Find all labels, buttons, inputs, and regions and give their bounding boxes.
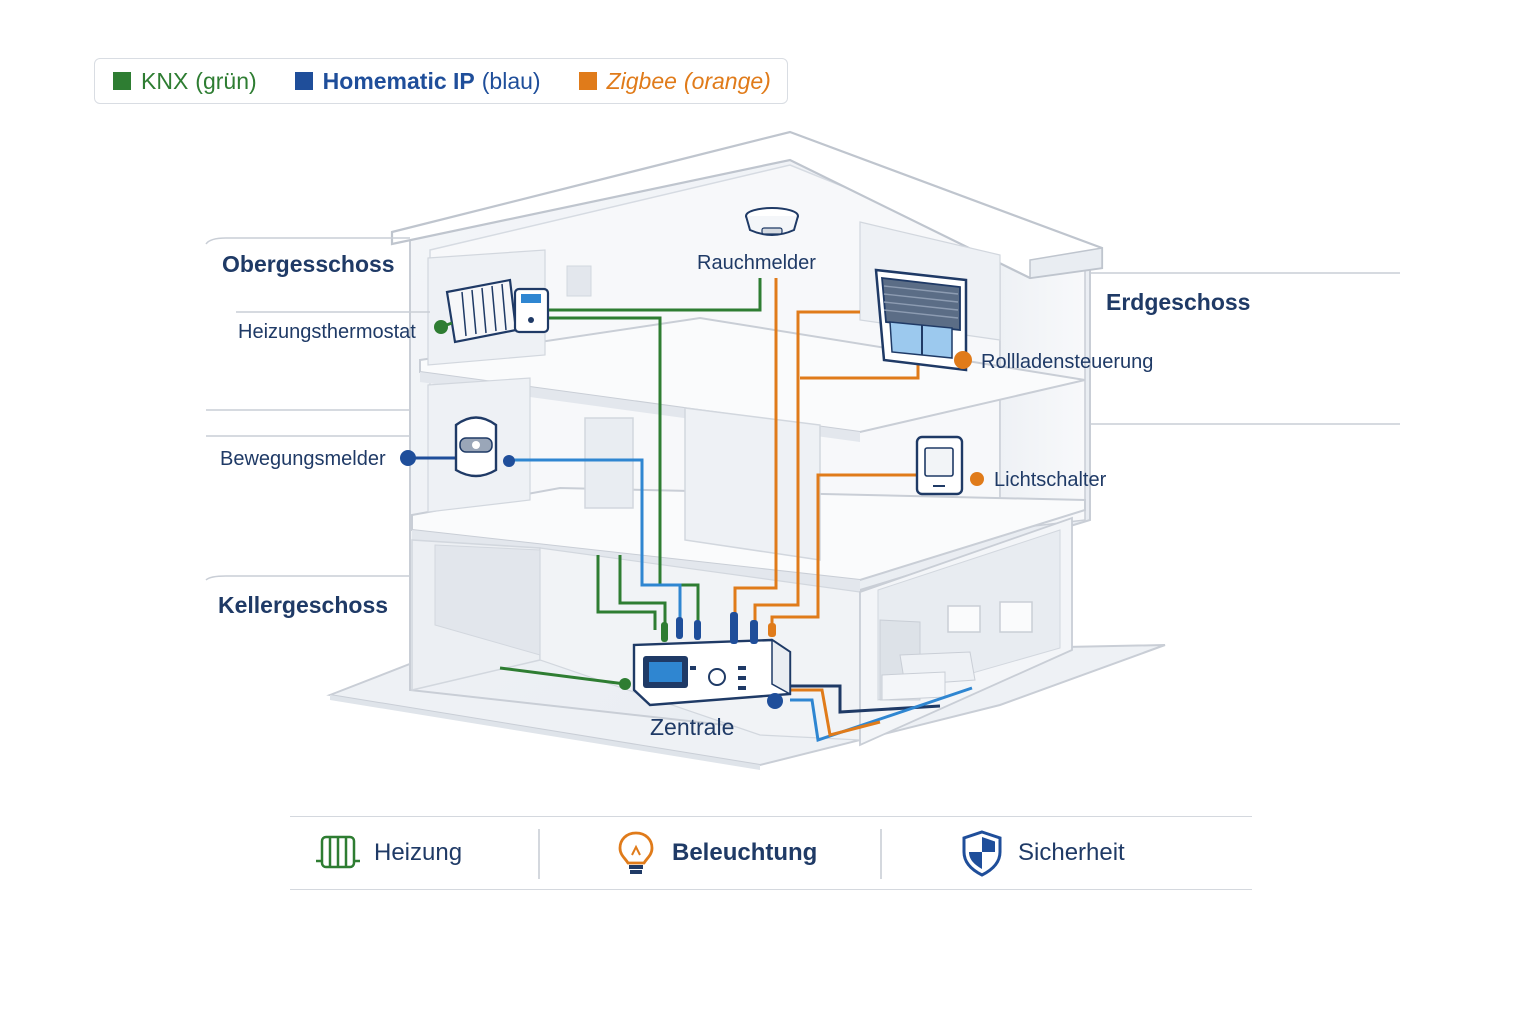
category-heating: Heizung — [312, 817, 462, 889]
radiator-thermostat-device — [445, 278, 550, 344]
device-label-motion: Bewegungsmelder — [220, 448, 386, 470]
central-hub-device — [632, 612, 792, 707]
light-bulb-icon — [610, 827, 662, 879]
category-security: Sicherheit — [956, 817, 1125, 889]
zigbee-wiring — [733, 278, 920, 737]
legend-name-homematic: Homematic IP — [322, 67, 475, 94]
legend-swatch-knx — [113, 72, 131, 90]
category-lighting: Beleuchtung — [610, 817, 817, 889]
legend-note-homematic: (blau) — [481, 67, 541, 94]
legend-note-knx: (grün) — [195, 67, 257, 94]
category-label-security: Sicherheit — [1018, 839, 1125, 866]
floor-label-ground: Erdgeschoss — [1106, 289, 1250, 315]
protocol-legend: KNX (grün) Homematic IP (blau) Zigbee (o… — [94, 58, 788, 104]
motion-connector-left-dot — [400, 450, 416, 466]
legend-item-homematic: Homematic IP (blau) — [294, 67, 541, 95]
device-label-hub: Zentrale — [650, 714, 734, 740]
floor-label-upper: Obergesschoss — [222, 251, 395, 277]
shield-icon — [956, 827, 1008, 879]
floor-lines — [205, 237, 1400, 581]
homematic-wiring — [408, 456, 973, 742]
light-switch-device — [915, 435, 964, 496]
category-separator — [538, 829, 540, 879]
device-label-smoke: Rauchmelder — [697, 252, 816, 274]
legend-note-zigbee: (orange) — [683, 67, 771, 94]
legend-name-knx: KNX — [141, 67, 189, 94]
category-separator — [880, 829, 882, 879]
device-label-shutter: Rollladensteuerung — [981, 351, 1153, 373]
device-label-thermostat: Heizungsthermostat — [238, 321, 416, 343]
category-label-lighting: Beleuchtung — [672, 839, 818, 866]
legend-swatch-zigbee — [578, 72, 597, 90]
shutter-connector-dot — [954, 351, 972, 369]
legend-swatch-homematic — [294, 72, 313, 90]
legend-item-knx: KNX (grün) — [113, 68, 257, 95]
motion-sensor-device — [454, 416, 498, 478]
hub-knx-connector-dot — [619, 678, 631, 690]
smoke-detector-device — [745, 207, 799, 236]
legend-name-zigbee: Zigbee — [606, 67, 677, 94]
legend-item-zigbee: Zigbee (orange) — [578, 67, 771, 95]
hub-homematic-connector-dot — [767, 693, 783, 709]
device-label-switch: Lichtschalter — [994, 469, 1107, 491]
switch-connector-dot — [970, 472, 984, 486]
motion-connector-right-dot — [503, 455, 515, 467]
roller-shutter-device — [874, 268, 968, 372]
category-label-heating: Heizung — [374, 839, 463, 866]
category-bar: Heizung Beleuchtung Sicherheit — [290, 816, 1252, 890]
floor-label-basement: Kellergeschoss — [218, 592, 388, 618]
radiator-icon — [312, 827, 364, 879]
